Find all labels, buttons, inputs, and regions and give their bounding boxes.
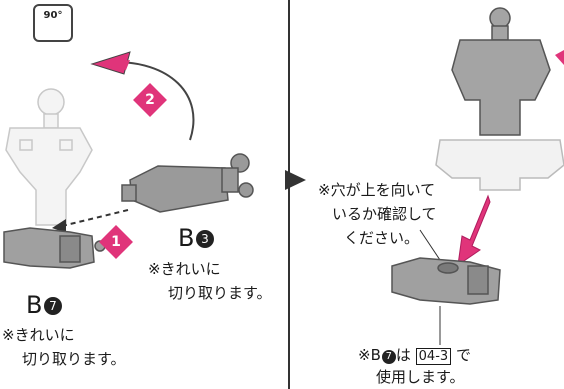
usage-note-prefix: ※B	[358, 346, 381, 364]
part-b3-note-1: ※きれいに	[148, 260, 221, 278]
curved-arrow-step-2	[90, 51, 195, 141]
part-b7-drawing	[3, 227, 106, 269]
dashed-arrow-step-1	[52, 209, 129, 233]
part-b7-number: 7	[44, 297, 63, 315]
part-b7-note-1: ※きれいに	[2, 326, 75, 344]
usage-note-line-2: 使用します。	[376, 368, 465, 386]
step-1-number: 1	[111, 234, 121, 250]
part-b7-letter: B	[26, 291, 44, 319]
usage-note-step-ref: 04-3	[415, 348, 452, 365]
part-b3-number: 3	[196, 230, 215, 248]
ghost-figure	[5, 88, 93, 226]
part-b3-note-2: 切り取ります。	[168, 284, 272, 302]
step-2-diamond-icon: 2	[133, 83, 167, 117]
assembled-figure	[435, 7, 564, 191]
callout-line-1: ※穴が上を向いて	[318, 181, 436, 199]
usage-note-suffix: で	[455, 346, 471, 364]
part-b7-note-2: 切り取ります。	[22, 350, 126, 368]
rotate-90-icon: 90°	[33, 4, 73, 42]
part-b7-right-drawing	[391, 257, 501, 305]
rotate-degree-label: 90°	[43, 10, 63, 21]
step-2-number: 2	[145, 92, 155, 108]
pink-edge-arrow	[555, 50, 564, 65]
usage-note-part-number: 7	[381, 350, 396, 364]
usage-note-mid: は	[395, 346, 411, 364]
callout-line-2: いるか確認して	[332, 205, 437, 223]
pink-down-arrow	[457, 194, 491, 267]
part-b3-drawing	[121, 153, 254, 213]
callout-line-3: ください。	[344, 229, 420, 247]
next-step-arrow	[285, 170, 306, 190]
part-b3-letter: B	[178, 224, 196, 252]
step-1-diamond-icon: 1	[99, 225, 133, 259]
